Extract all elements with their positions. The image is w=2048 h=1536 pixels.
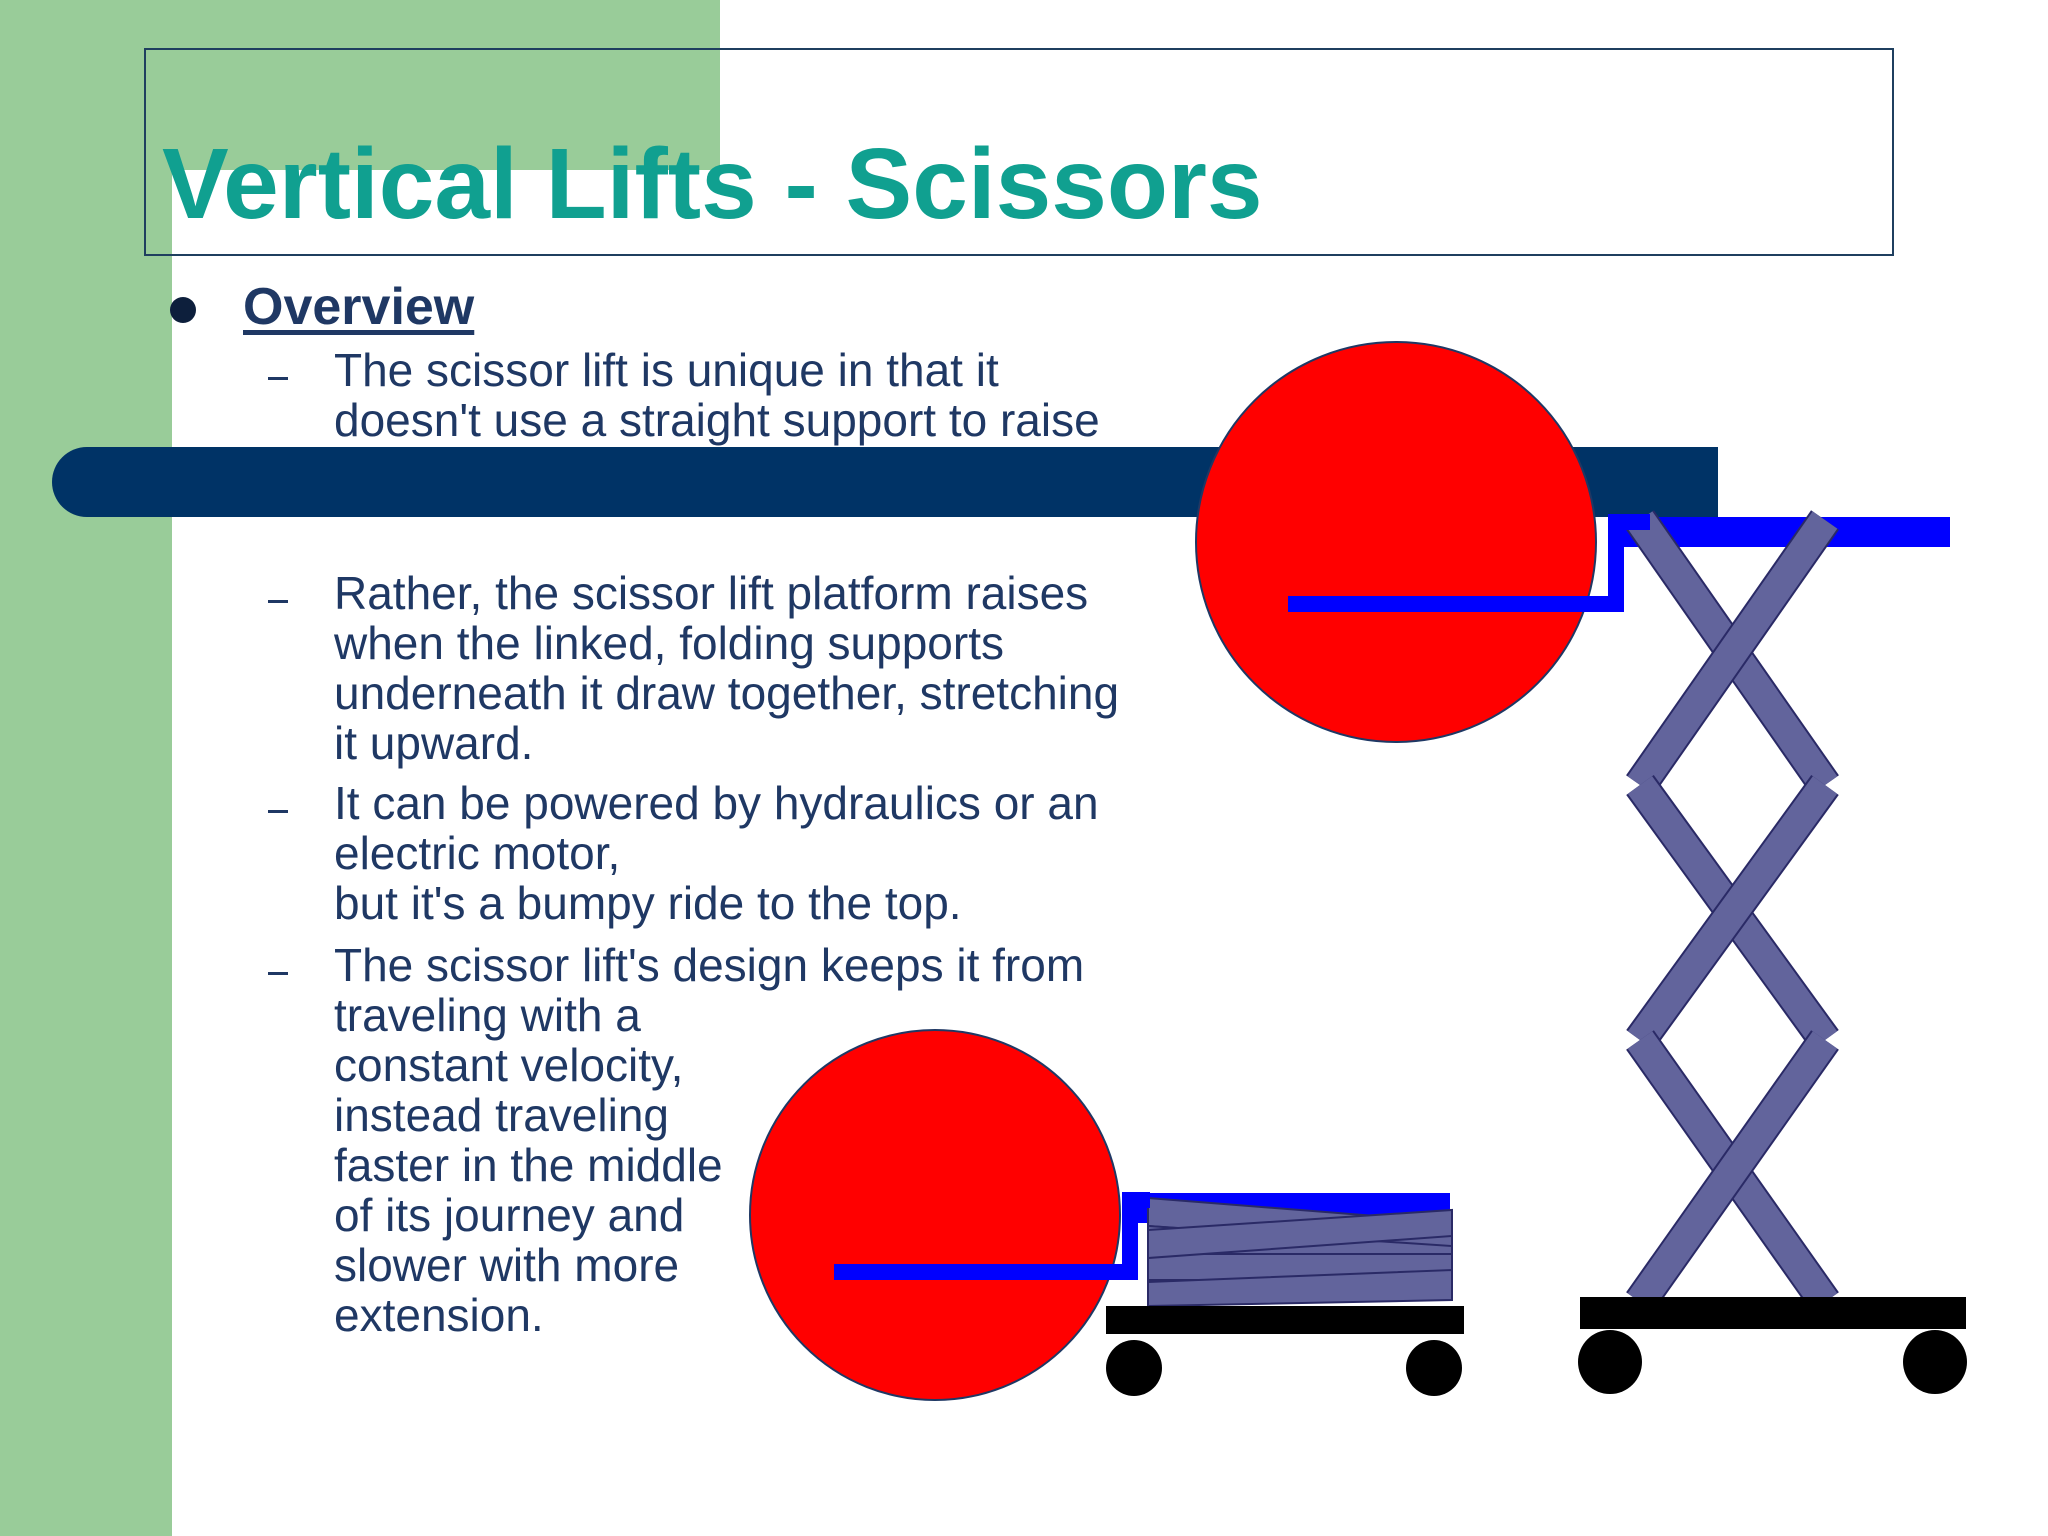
wheel-icon (1406, 1340, 1462, 1396)
title-frame (144, 48, 1894, 256)
bullet-item-3: It can be powered by hydraulics or an el… (334, 777, 1099, 929)
wheel-icon (1578, 1330, 1642, 1394)
red-circle-icon (1195, 341, 1597, 743)
overview-heading: Overview (243, 278, 475, 336)
raised-scissor-lift (1578, 510, 1967, 1394)
raised-lift-base (1580, 1297, 1966, 1329)
bullet-item-4: The scissor lift's design keeps it from … (334, 939, 1085, 1341)
callout-circle-top (1195, 341, 1650, 743)
bullet-dot-icon (170, 297, 196, 323)
wheel-icon (1106, 1340, 1162, 1396)
collapsed-lift-platform (1128, 1193, 1450, 1223)
collapsed-scissor-lift (1106, 1193, 1464, 1396)
rounded-corner-cutout (172, 170, 292, 290)
dash-bullet-icon (268, 377, 288, 380)
raised-lift-platform (1620, 517, 1950, 547)
bullet-item-2: Rather, the scissor lift platform raises… (334, 567, 1120, 769)
bullet-item-1: The scissor lift is unique in that it do… (334, 344, 1100, 446)
navy-divider-bar (52, 447, 1718, 517)
pointer-line (1288, 514, 1650, 612)
slide-title: Vertical Lifts - Scissors (162, 128, 1263, 240)
dash-bullet-icon (268, 810, 288, 813)
green-sidebar-strip (0, 0, 172, 1536)
wheel-icon (1903, 1330, 1967, 1394)
collapsed-scissor-arms-icon (1147, 1196, 1453, 1308)
collapsed-lift-base (1106, 1306, 1464, 1334)
dash-bullet-icon (268, 600, 288, 603)
green-header-block (172, 0, 720, 170)
dash-bullet-icon (268, 972, 288, 975)
scissor-arms-icon (1626, 510, 1839, 1312)
